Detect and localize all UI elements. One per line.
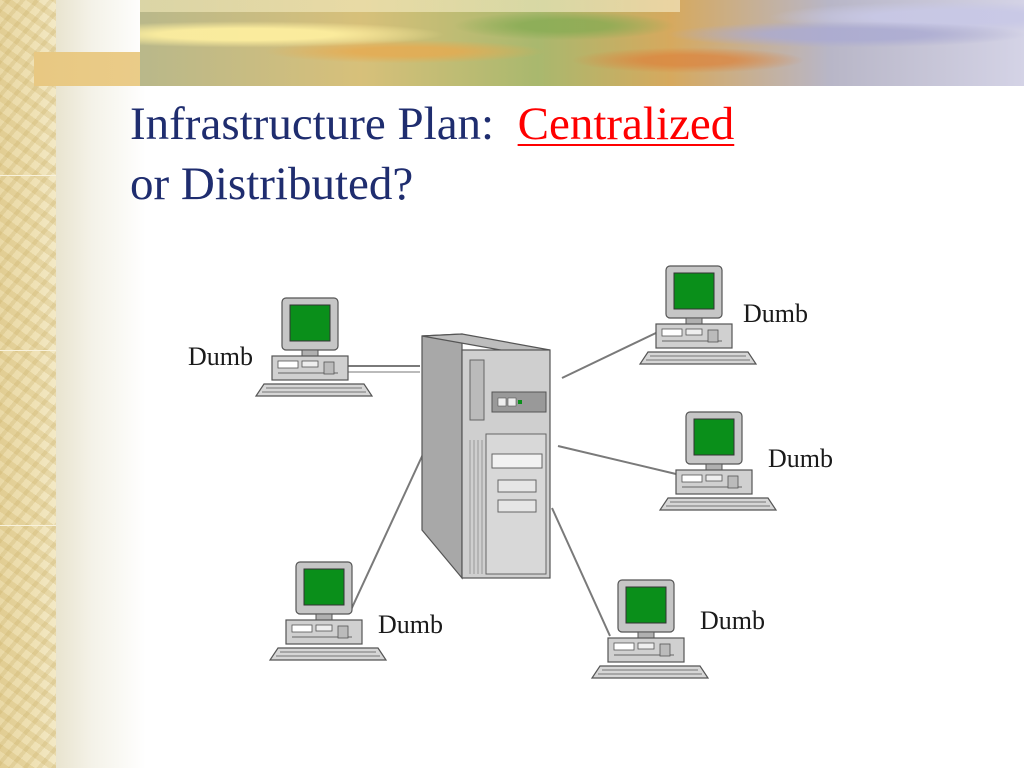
server-tower	[421, 333, 551, 580]
left-decorative-strip	[0, 0, 56, 768]
title-prefix: Infrastructure Plan:	[130, 98, 495, 150]
left-fade	[56, 0, 146, 768]
link-bottom-left	[349, 451, 425, 613]
strip-divider	[0, 175, 56, 176]
strip-divider	[0, 525, 56, 526]
terminal-label-left-top: Dumb	[188, 342, 253, 371]
terminal-label-bottom-left: Dumb	[378, 610, 443, 639]
slide-title: Infrastructure Plan: Centralized or Dist…	[130, 94, 990, 214]
terminal-label-bottom-right: Dumb	[700, 606, 765, 635]
link-bottom-right	[551, 507, 611, 637]
terminal-label-right-top: Dumb	[743, 299, 808, 328]
terminal-label-right-middle: Dumb	[768, 444, 833, 473]
top-banner-stripe	[140, 0, 680, 12]
link-right-middle	[557, 445, 677, 475]
connection-lines	[338, 331, 677, 637]
computer-bottom-right	[591, 579, 709, 679]
computer-right-top	[639, 265, 757, 365]
strip-divider	[0, 350, 56, 351]
title-highlight: Centralized	[517, 98, 735, 150]
link-right-top	[561, 331, 659, 379]
top-banner-image	[140, 0, 1024, 86]
computer-bottom-left	[269, 561, 387, 661]
computer-right-middle	[659, 411, 777, 511]
title-line2: or Distributed?	[130, 158, 414, 210]
computer-left-top	[255, 297, 373, 397]
